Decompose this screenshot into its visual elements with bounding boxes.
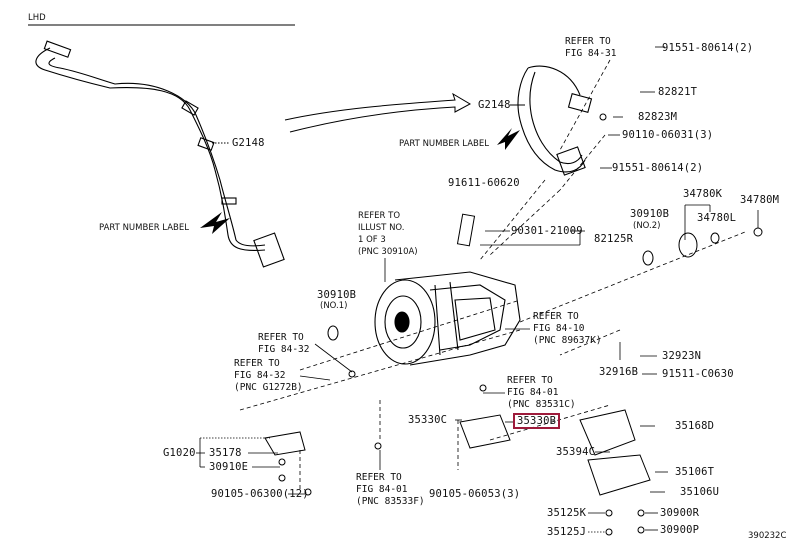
callout-30900p[interactable]: 30900P — [660, 524, 700, 536]
wire-harness-right — [517, 65, 593, 176]
wire-harness-left — [35, 40, 285, 268]
leader-lines — [196, 46, 759, 533]
callout-91611-60620[interactable]: 91611-60620 — [448, 177, 520, 189]
refer-fig-84-32-b[interactable]: REFER TO FIG 84-32 (PNC G1272B) — [234, 358, 303, 393]
callout-30900r[interactable]: 30900R — [660, 507, 700, 519]
callout-35394c[interactable]: 35394C — [556, 446, 596, 458]
callout-35125k[interactable]: 35125K — [547, 507, 587, 519]
callout-30910b-no1[interactable]: 30910B — [317, 289, 357, 301]
transfer-arrow-icon — [284, 92, 472, 133]
callout-35106u[interactable]: 35106U — [680, 486, 720, 498]
refer-fig-84-31[interactable]: REFER TO FIG 84-31 — [565, 36, 617, 59]
callout-35178[interactable]: 35178 — [209, 447, 242, 459]
refer-fig-84-10[interactable]: REFER TO FIG 84-10 (PNC 89637K) — [533, 311, 602, 346]
note-part-number-label-right: PART NUMBER LABEL — [399, 139, 489, 149]
callout-82125r[interactable]: 82125R — [594, 233, 634, 245]
callout-35330c[interactable]: 35330C — [408, 414, 448, 426]
small-parts — [264, 113, 763, 536]
callout-34780m[interactable]: 34780M — [740, 194, 780, 206]
callout-30910b-no2-sub: (NO.2) — [633, 221, 661, 231]
callout-82821t[interactable]: 82821T — [658, 86, 698, 98]
callout-35125j[interactable]: 35125J — [547, 526, 587, 538]
callout-90301-21009[interactable]: 90301-21009 — [511, 225, 583, 237]
header-code: LHD — [28, 13, 46, 23]
callout-30910b-no1-sub: (NO.1) — [320, 301, 348, 311]
callout-90105-06053[interactable]: 90105-06053(3) — [429, 488, 521, 500]
callout-91551-80614-top[interactable]: 91551-80614(2) — [662, 42, 754, 54]
callout-34780l[interactable]: 34780L — [697, 212, 737, 224]
callout-90105-06300[interactable]: 90105-06300(12) — [211, 488, 309, 500]
arrow-icon — [200, 212, 230, 234]
dash-lines — [239, 59, 746, 490]
refer-illust-no-1[interactable]: REFER TO ILLUST NO. 1 OF 3 (PNC 30910A) — [358, 211, 418, 257]
refer-fig-84-32-a[interactable]: REFER TO FIG 84-32 — [258, 332, 310, 355]
callout-91511-c0630[interactable]: 91511-C0630 — [662, 368, 734, 380]
figure-code: 390232C — [748, 531, 787, 541]
callout-30910b-no2[interactable]: 30910B — [630, 208, 670, 220]
refer-fig-84-01-b[interactable]: REFER TO FIG 84-01 (PNC 83533F) — [356, 472, 425, 507]
arrow-icon — [497, 128, 520, 150]
refer-fig-84-01-a[interactable]: REFER TO FIG 84-01 (PNC 83531C) — [507, 375, 576, 410]
note-part-number-label-left: PART NUMBER LABEL — [99, 223, 189, 233]
callout-82823m[interactable]: 82823M — [638, 111, 678, 123]
callout-g1020[interactable]: G1020 — [163, 447, 196, 459]
transmission-assembly — [374, 271, 521, 366]
callout-34780k[interactable]: 34780K — [683, 188, 723, 200]
callout-30910e[interactable]: 30910E — [209, 461, 249, 473]
callout-91551-80614-bottom[interactable]: 91551-80614(2) — [612, 162, 704, 174]
callout-g2148-left[interactable]: G2148 — [232, 137, 265, 149]
callout-90110-06031[interactable]: 90110-06031(3) — [622, 129, 714, 141]
callout-35330b-highlighted[interactable]: 35330B — [513, 413, 561, 429]
callout-32916b[interactable]: 32916B — [599, 366, 639, 378]
callout-35106t[interactable]: 35106T — [675, 466, 715, 478]
callout-32923n[interactable]: 32923N — [662, 350, 702, 362]
callout-g2148-right[interactable]: G2148 — [478, 99, 511, 111]
callout-35168d[interactable]: 35168D — [675, 420, 715, 432]
